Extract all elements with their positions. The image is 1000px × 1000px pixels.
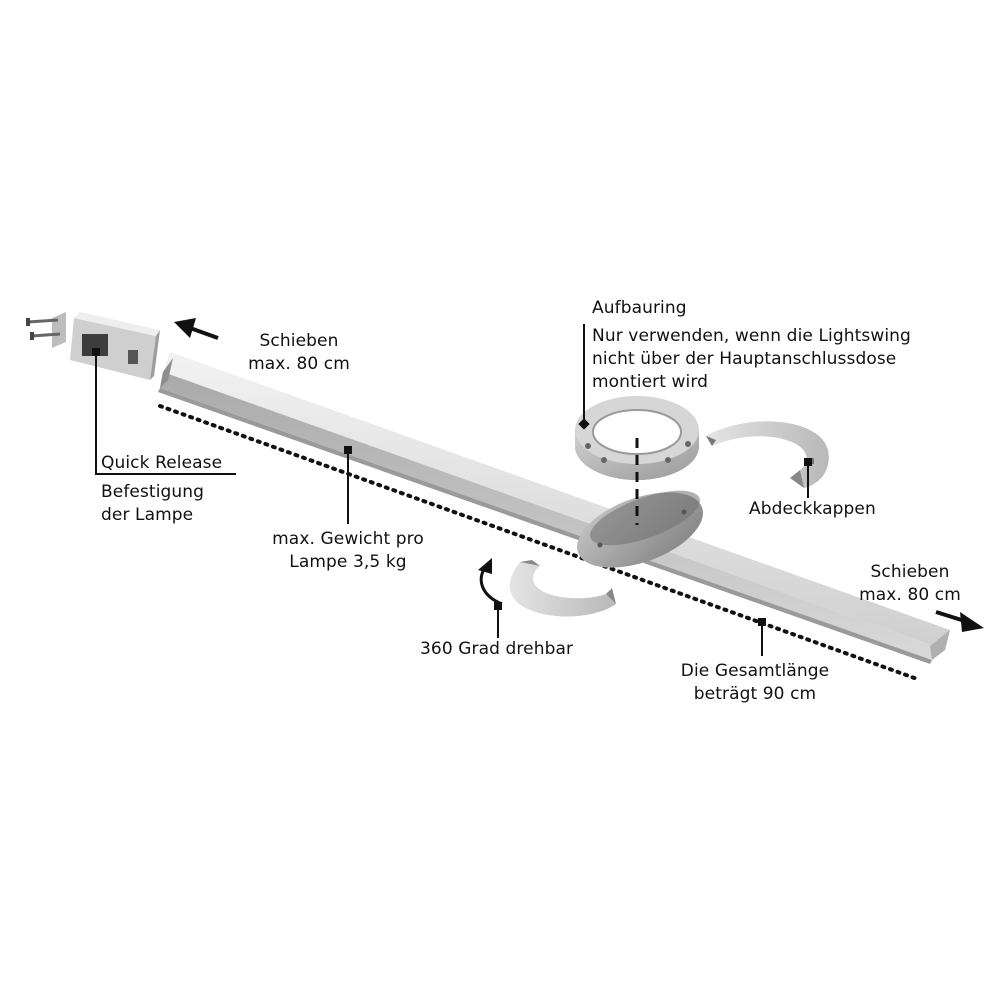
- quick-release-part: [26, 312, 160, 380]
- cover-cap-right: [706, 421, 829, 488]
- mounting-label-line2: der Lampe: [101, 505, 194, 525]
- mounting-label: Befestigung der Lampe: [101, 481, 204, 527]
- mounting-ring: [575, 396, 699, 480]
- push-label-right-line2: max. 80 cm: [859, 585, 961, 605]
- push-arrow-right: [935, 610, 984, 632]
- cover-cap-lower: [509, 560, 616, 617]
- push-arrow-left: [174, 318, 219, 340]
- ring-title: Aufbauring: [592, 298, 687, 318]
- push-label-right-line1: Schieben: [870, 562, 950, 582]
- total-length-label: Die Gesamtlänge beträgt 90 cm: [660, 660, 850, 706]
- mounting-label-line1: Befestigung: [101, 482, 205, 502]
- cover-caps-label: Abdeckkappen: [749, 499, 876, 519]
- ring-note-line3: montiert wird: [592, 372, 709, 392]
- ring-note-line2: nicht über der Hauptanschlussdose: [592, 349, 897, 369]
- push-label-left-line1: Schieben: [259, 331, 339, 351]
- total-length-line1: Die Gesamtlänge: [680, 661, 830, 681]
- push-label-right: Schieben max. 80 cm: [840, 561, 980, 607]
- push-label-left: Schieben max. 80 cm: [232, 330, 366, 376]
- total-length-line2: beträgt 90 cm: [693, 684, 817, 704]
- quick-release-label: Quick Release: [101, 453, 223, 473]
- weight-label: max. Gewicht pro Lampe 3,5 kg: [258, 528, 438, 574]
- ring-note: Nur verwenden, wenn die Lightswing nicht…: [592, 325, 911, 394]
- ring-note-line1: Nur verwenden, wenn die Lightswing: [592, 326, 911, 346]
- base-plate: [577, 490, 703, 568]
- rotation-label: 360 Grad drehbar: [420, 639, 574, 659]
- rotation-arrow: [478, 558, 503, 606]
- weight-label-line2: Lampe 3,5 kg: [289, 552, 407, 572]
- total-length-dotted-line: [158, 404, 922, 682]
- push-label-left-line2: max. 80 cm: [248, 354, 350, 374]
- weight-label-line1: max. Gewicht pro: [272, 529, 424, 549]
- callout-dots: [92, 348, 812, 626]
- lamp-bar: [158, 352, 950, 664]
